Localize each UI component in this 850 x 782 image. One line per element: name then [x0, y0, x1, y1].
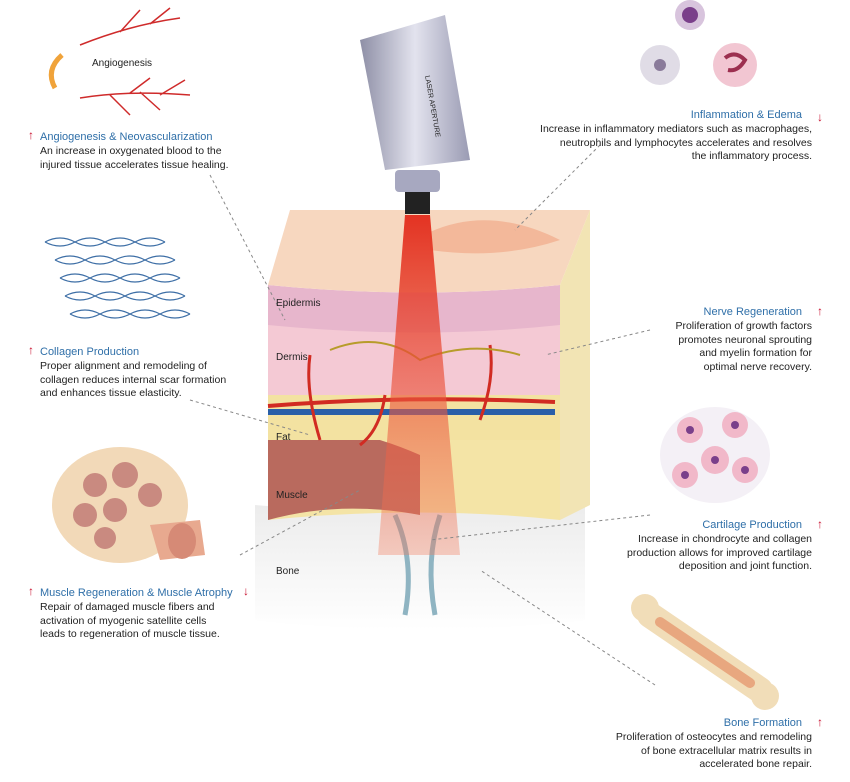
nerve-description: Proliferation of growth factors promotes…: [675, 320, 812, 373]
angiogenesis-title: Angiogenesis & Neovascularization: [40, 131, 213, 143]
bone-formation-description: Proliferation of osteocytes and remodeli…: [615, 731, 812, 770]
bone-region: [255, 505, 585, 630]
muscle-title: Muscle Regeneration & Muscle Atrophy: [40, 587, 233, 599]
bone-formation-title: Bone Formation: [723, 717, 802, 729]
dermis-label: Dermis: [276, 352, 308, 363]
laser-probe: [360, 15, 470, 170]
collagen-description: Proper alignment and remodeling of colla…: [40, 360, 227, 399]
leader-lines: [189, 144, 656, 686]
chondrocytes-icon: [660, 407, 770, 503]
fat-label: Fat: [276, 432, 291, 443]
capillaries: [307, 344, 493, 447]
muscle-label: Muscle: [276, 490, 308, 501]
inflammation-description: Increase in inflammatory mediators such …: [540, 123, 812, 162]
decrease-arrow-icon: ↓: [243, 584, 249, 598]
probe-nozzle: [405, 192, 430, 214]
angiogenesis-icon-label: Angiogenesis: [92, 58, 153, 69]
increase-arrow-icon: ↑: [817, 715, 823, 729]
curved-arrow-icon: [48, 53, 64, 90]
muscle-layer: [268, 430, 420, 520]
increase-arrow-icon: ↑: [28, 584, 34, 598]
increase-arrow-icon: ↑: [28, 343, 34, 357]
collagen-title: Collagen Production: [40, 346, 140, 358]
epidermis-label: Epidermis: [276, 298, 321, 309]
angiogenesis-vessels-icon: [79, 7, 191, 116]
immune-cells-icon: [640, 0, 757, 87]
bone-icon: [631, 594, 779, 710]
cartilage-title: Cartilage Production: [702, 519, 802, 531]
edema-bump: [430, 220, 560, 254]
inflammation-title: Inflammation & Edema: [690, 109, 802, 121]
bone-label: Bone: [276, 566, 300, 577]
increase-arrow-icon: ↑: [28, 128, 34, 142]
laser-beam: [378, 215, 460, 555]
nerve-title: Nerve Regeneration: [703, 306, 802, 318]
increase-arrow-icon: ↑: [817, 304, 823, 318]
side-face: [560, 210, 590, 520]
collagen-fibers-icon: [44, 237, 191, 319]
muscle-description: Repair of damaged muscle fibers and acti…: [40, 601, 220, 640]
probe-tip: [395, 170, 440, 192]
increase-arrow-icon: ↑: [817, 517, 823, 531]
angiogenesis-description: An increase in oxygenated blood to the i…: [40, 145, 229, 171]
cartilage-description: Increase in chondrocyte and collagen pro…: [626, 533, 812, 572]
muscle-fibers-icon: [52, 447, 205, 563]
decrease-arrow-icon: ↓: [817, 110, 823, 124]
